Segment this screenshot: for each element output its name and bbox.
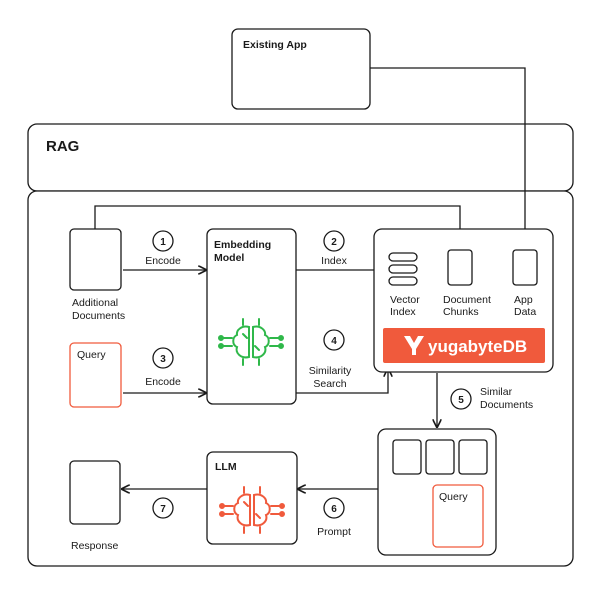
document-chunks-label-line1: Document (443, 294, 491, 306)
step-3-number: 3 (160, 354, 166, 365)
llm-box (206, 451, 298, 545)
similarity-search-arrow (296, 369, 388, 394)
similar-doc-3 (458, 439, 488, 475)
step-7-circle (152, 497, 174, 519)
brain-icon (218, 318, 284, 366)
step-1-circle (152, 230, 174, 252)
documents-to-chunks-arrow (94, 205, 460, 247)
yugabyte-logo-icon (404, 336, 424, 355)
similar-doc-1 (392, 439, 422, 475)
vector-index-label-line1: Vector (390, 294, 420, 306)
step-1-label: Encode (145, 255, 181, 267)
document-chunks-label-line2: Chunks (443, 306, 479, 318)
step-6-label: Prompt (317, 526, 351, 538)
embedding-model-label-line2: Model (214, 252, 244, 264)
vector-index-label-line2: Index (390, 306, 416, 318)
step-2-label: Index (321, 255, 347, 267)
existing-app-label: Existing App (243, 39, 307, 51)
step-6-number: 6 (331, 504, 337, 515)
query-input-box (69, 342, 122, 408)
document-chunks-icon (447, 249, 473, 286)
step-5-label-line2: Documents (480, 399, 533, 411)
query-input-label: Query (77, 349, 106, 361)
step-2-circle (323, 230, 345, 252)
embedding-model-label-line1: Embedding (214, 239, 271, 251)
rag-header-panel (27, 123, 574, 192)
step-7-number: 7 (160, 504, 166, 515)
rag-title: RAG (46, 138, 79, 155)
brain-icon (219, 486, 285, 534)
yugabyte-brand-name: yugabyteDB (428, 337, 527, 356)
existing-app-to-app-data-arrow (370, 67, 525, 247)
app-data-label-line2: Data (514, 306, 536, 318)
existing-app-box (231, 28, 371, 110)
step-3-label: Encode (145, 376, 181, 388)
additional-documents-icon (69, 228, 122, 291)
context-query-label: Query (439, 491, 468, 503)
step-4-circle (323, 329, 345, 351)
step-5-number: 5 (458, 395, 464, 406)
llm-label: LLM (215, 461, 237, 473)
step-4-number: 4 (331, 336, 337, 347)
additional-documents-label-line1: Additional (72, 297, 118, 309)
step-4-label-line2: Search (313, 378, 346, 390)
step-6-circle (323, 497, 345, 519)
similar-doc-2 (425, 439, 455, 475)
app-data-icon (512, 249, 538, 286)
embedding-model-box (206, 228, 297, 405)
step-3-circle (152, 347, 174, 369)
additional-documents-label-line2: Documents (72, 310, 125, 322)
step-2-number: 2 (331, 237, 337, 248)
step-5-label-line1: Similar (480, 386, 513, 398)
app-data-label-line1: App (514, 294, 533, 306)
response-doc-icon (69, 460, 121, 525)
vector-index-icon (388, 252, 418, 286)
step-1-number: 1 (160, 237, 166, 248)
step-5-circle (450, 388, 472, 410)
context-query-box (432, 484, 484, 548)
response-label: Response (71, 540, 118, 552)
step-4-label-line1: Similarity (309, 365, 352, 377)
